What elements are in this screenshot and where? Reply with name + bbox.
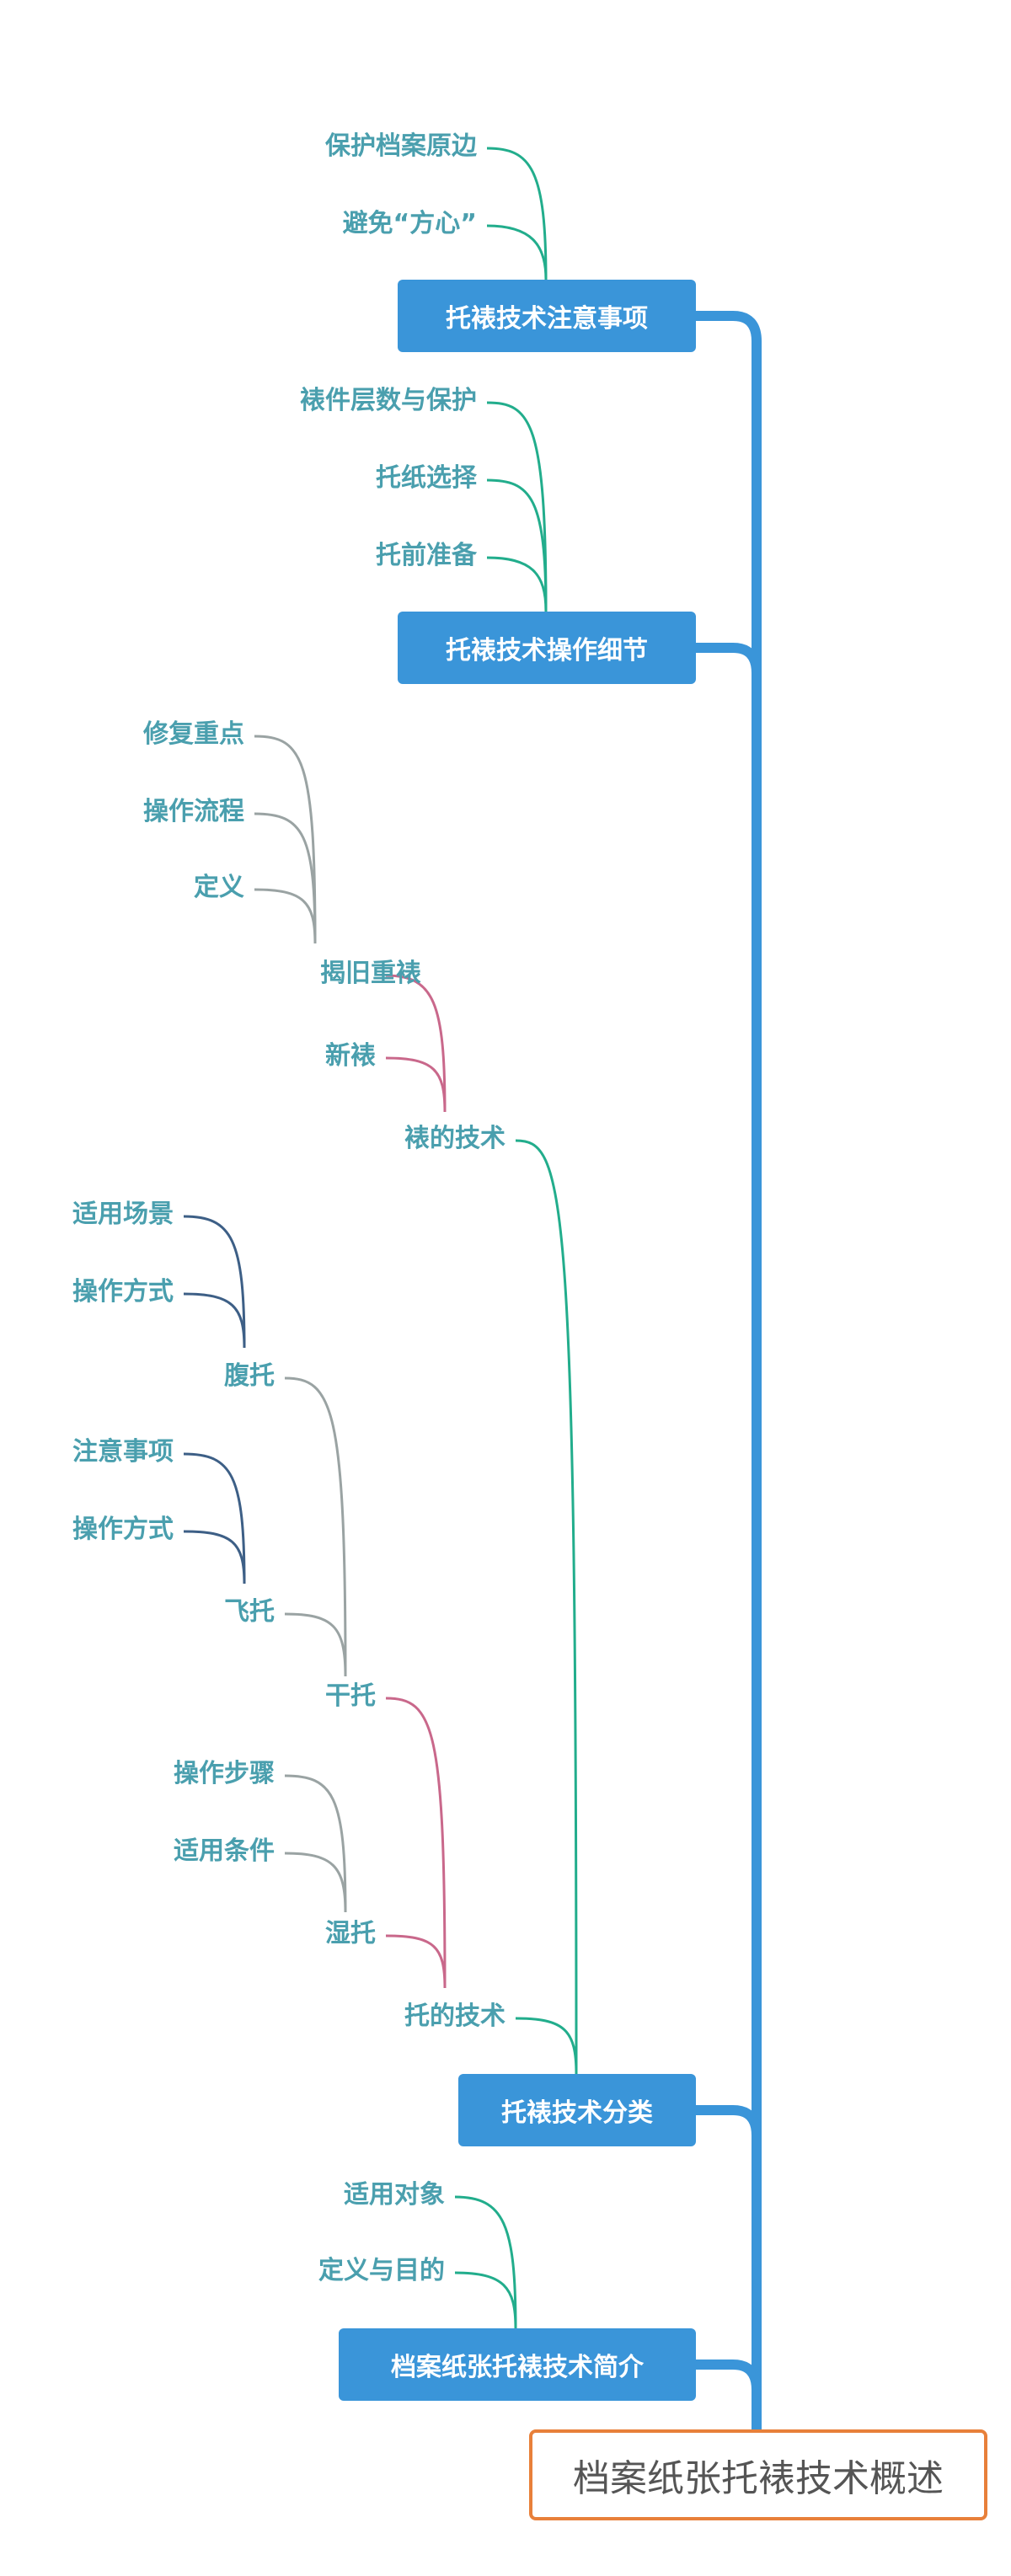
spine-connector — [691, 2360, 762, 2434]
node-cautions[interactable]: 注意事项 — [72, 1437, 174, 1467]
node-method[interactable]: 操作方式 — [72, 1515, 174, 1544]
node-steps[interactable]: 操作步骤 — [174, 1759, 275, 1788]
topic-classification[interactable]: 托裱技术分类 — [458, 2074, 696, 2146]
node-scenarios[interactable]: 适用场景 — [72, 1200, 174, 1229]
node-preparation[interactable]: 托前准备 — [376, 541, 477, 570]
spine-connector — [691, 2105, 762, 2434]
spine-connector — [691, 311, 762, 2434]
node-definition-purpose[interactable]: 定义与目的 — [318, 2256, 445, 2285]
topic-introduction[interactable]: 档案纸张托裱技术简介 — [339, 2328, 696, 2401]
node-dry-backing[interactable]: 干托 — [325, 1681, 376, 1711]
node-paper-selection[interactable]: 托纸选择 — [376, 463, 477, 493]
node-backing-tech[interactable]: 托的技术 — [404, 2001, 506, 2031]
spine-connector — [691, 643, 762, 2434]
node-fei-tuo[interactable]: 飞托 — [224, 1597, 275, 1627]
node-definition[interactable]: 定义 — [194, 873, 244, 902]
topic-notes[interactable]: 托裱技术注意事项 — [398, 280, 696, 352]
node-wet-backing[interactable]: 湿托 — [325, 1919, 376, 1948]
node-remount[interactable]: 揭旧重裱 — [320, 959, 421, 988]
node-fu-tuo[interactable]: 腹托 — [224, 1361, 275, 1391]
node-method[interactable]: 操作方式 — [72, 1277, 174, 1307]
node-applicable-objects[interactable]: 适用对象 — [344, 2180, 445, 2210]
node-layers-protection[interactable]: 裱件层数与保护 — [300, 386, 477, 415]
node-repair-focus[interactable]: 修复重点 — [143, 719, 244, 749]
root-node[interactable]: 档案纸张托裱技术概述 — [529, 2429, 987, 2520]
topic-operation-details[interactable]: 托裱技术操作细节 — [398, 612, 696, 684]
node-process[interactable]: 操作流程 — [143, 797, 244, 826]
node-mounting-tech[interactable]: 裱的技术 — [404, 1124, 506, 1153]
node-conditions[interactable]: 适用条件 — [174, 1836, 275, 1866]
node-new-mount[interactable]: 新裱 — [325, 1041, 376, 1071]
node-protect-edges[interactable]: 保护档案原边 — [325, 131, 477, 161]
node-avoid-fangxin[interactable]: 避免“方心” — [342, 209, 477, 238]
